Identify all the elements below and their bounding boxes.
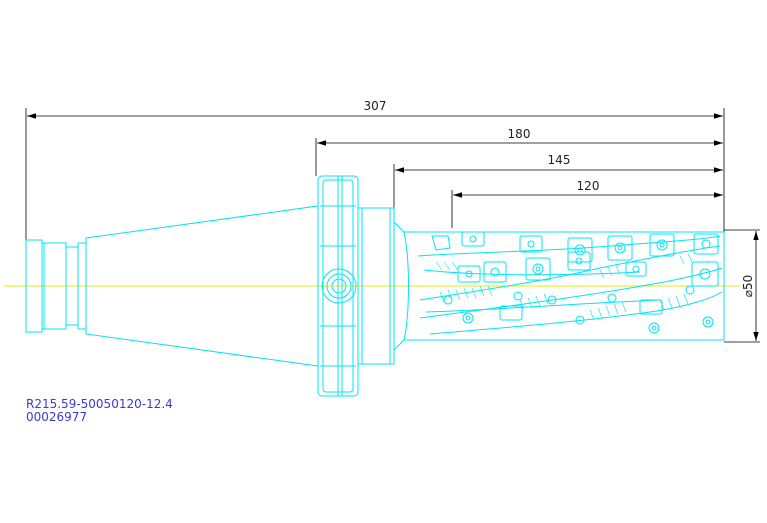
dim-180-label: 180 bbox=[508, 127, 531, 141]
tool-outline bbox=[25, 175, 725, 397]
dimension-lines bbox=[27, 113, 759, 341]
cutting-inserts bbox=[431, 231, 719, 334]
dim-307-label: 307 bbox=[364, 99, 387, 113]
dim-120-label: 120 bbox=[577, 179, 600, 193]
dim-diameter-label: ⌀50 bbox=[741, 275, 755, 298]
flange bbox=[317, 175, 359, 397]
item-code: 00026977 bbox=[26, 410, 88, 424]
pull-stud bbox=[25, 239, 87, 333]
flute-hatching bbox=[435, 253, 693, 321]
part-number: R215.59-50050120-12.4 bbox=[26, 397, 173, 411]
insert-row-top bbox=[431, 231, 719, 263]
dim-145-label: 145 bbox=[548, 153, 571, 167]
extension-lines bbox=[25, 108, 760, 343]
insert-row-bottom bbox=[443, 285, 714, 334]
insert-row-middle bbox=[457, 251, 719, 287]
